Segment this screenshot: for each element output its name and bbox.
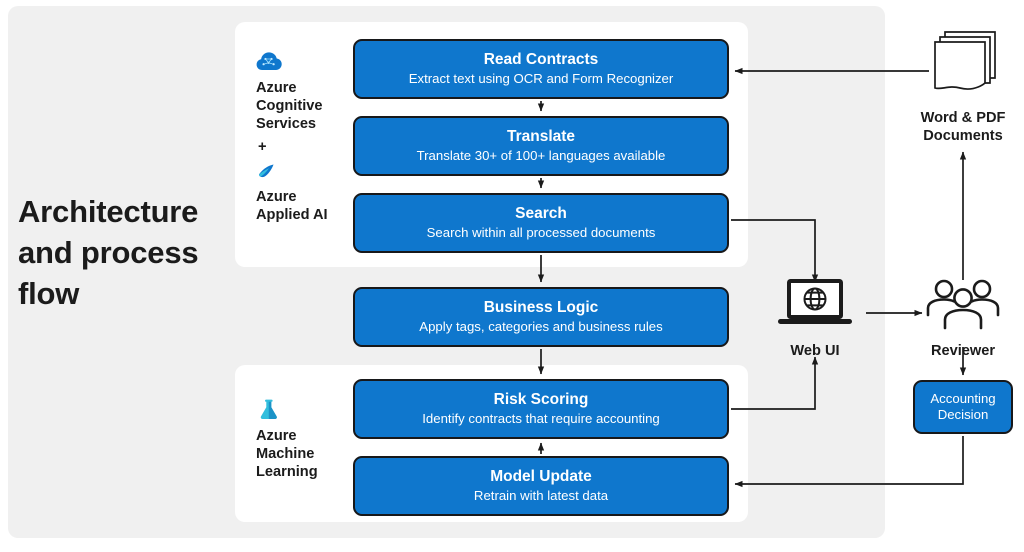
- service-label-machine-learning: Azure Machine Learning: [256, 428, 356, 481]
- service-label-ml-line-3: Learning: [256, 463, 318, 480]
- azure-machine-learning-icon: [256, 398, 356, 424]
- people-group-icon: [916, 279, 1010, 337]
- process-box-search[interactable]: Search Search within all processed docum…: [353, 193, 729, 253]
- process-box-business-logic[interactable]: Business Logic Apply tags, categories an…: [353, 287, 729, 347]
- node-label-documents: Word & PDF Documents: [903, 109, 1023, 145]
- service-group-cognitive-services: Azure Cognitive Services + Azure Applied…: [256, 50, 356, 225]
- service-label-line-2: Cognitive: [256, 97, 323, 114]
- accounting-decision-line-2: Decision: [937, 407, 989, 422]
- process-subtitle-business-logic: Apply tags, categories and business rule…: [419, 319, 663, 335]
- process-box-read-contracts[interactable]: Read Contracts Extract text using OCR an…: [353, 39, 729, 99]
- node-web-ui[interactable]: Web UI: [755, 277, 875, 360]
- documents-stack-icon: [916, 31, 1010, 104]
- process-title-risk-scoring: Risk Scoring: [493, 390, 589, 408]
- service-label-line-1: Azure: [256, 80, 297, 96]
- laptop-globe-icon: [770, 279, 860, 337]
- service-label-cognitive-services: Azure Cognitive Services: [256, 80, 356, 133]
- node-documents[interactable]: Word & PDF Documents: [903, 26, 1023, 145]
- node-reviewer[interactable]: Reviewer: [903, 277, 1023, 360]
- process-title-model-update: Model Update: [490, 467, 592, 485]
- accounting-decision-line-1: Accounting: [930, 390, 996, 406]
- process-title-translate: Translate: [506, 127, 576, 145]
- process-box-translate[interactable]: Translate Translate 30+ of 100+ language…: [353, 116, 729, 176]
- process-subtitle-translate: Translate 30+ of 100+ languages availabl…: [416, 148, 666, 164]
- process-title-read-contracts: Read Contracts: [483, 50, 599, 68]
- service-label-line-3: Services: [256, 115, 317, 132]
- service-label-ml-line-2: Machine: [256, 445, 315, 462]
- page-title: Architecture and process flow: [18, 192, 233, 315]
- page-title-line-2: and process: [18, 234, 199, 270]
- accounting-decision-text: Accounting Decision: [930, 391, 995, 424]
- node-label-documents-line-2: Documents: [923, 128, 1003, 145]
- process-subtitle-search: Search within all processed documents: [426, 225, 656, 241]
- process-box-model-update[interactable]: Model Update Retrain with latest data: [353, 456, 729, 516]
- service-group-machine-learning: Azure Machine Learning: [256, 398, 356, 481]
- process-subtitle-read-contracts: Extract text using OCR and Form Recogniz…: [408, 71, 674, 87]
- page-title-line-1: Architecture: [18, 194, 199, 229]
- process-box-risk-scoring[interactable]: Risk Scoring Identify contracts that req…: [353, 379, 729, 439]
- service-separator-plus: +: [258, 139, 267, 156]
- service-label2-line-1: Azure: [256, 189, 297, 206]
- process-title-business-logic: Business Logic: [483, 298, 599, 316]
- service-label-ml-line-1: Azure: [256, 428, 297, 444]
- process-subtitle-risk-scoring: Identify contracts that require accounti…: [422, 411, 660, 427]
- process-subtitle-model-update: Retrain with latest data: [473, 488, 609, 504]
- node-label-reviewer-line-1: Reviewer: [930, 343, 996, 359]
- azure-applied-ai-icon: [256, 159, 356, 185]
- node-label-documents-line-1: Word & PDF: [920, 110, 1006, 126]
- page-title-line-3: flow: [18, 275, 80, 311]
- service-label2-line-2: Applied AI: [256, 207, 328, 224]
- node-label-web-ui-line-1: Web UI: [790, 343, 840, 359]
- node-label-reviewer: Reviewer: [903, 342, 1023, 360]
- azure-cognitive-services-icon: [256, 50, 356, 76]
- process-title-search: Search: [515, 204, 567, 222]
- service-label-applied-ai: Azure Applied AI: [256, 189, 356, 225]
- process-box-accounting-decision[interactable]: Accounting Decision: [913, 380, 1013, 434]
- node-label-web-ui: Web UI: [755, 342, 875, 360]
